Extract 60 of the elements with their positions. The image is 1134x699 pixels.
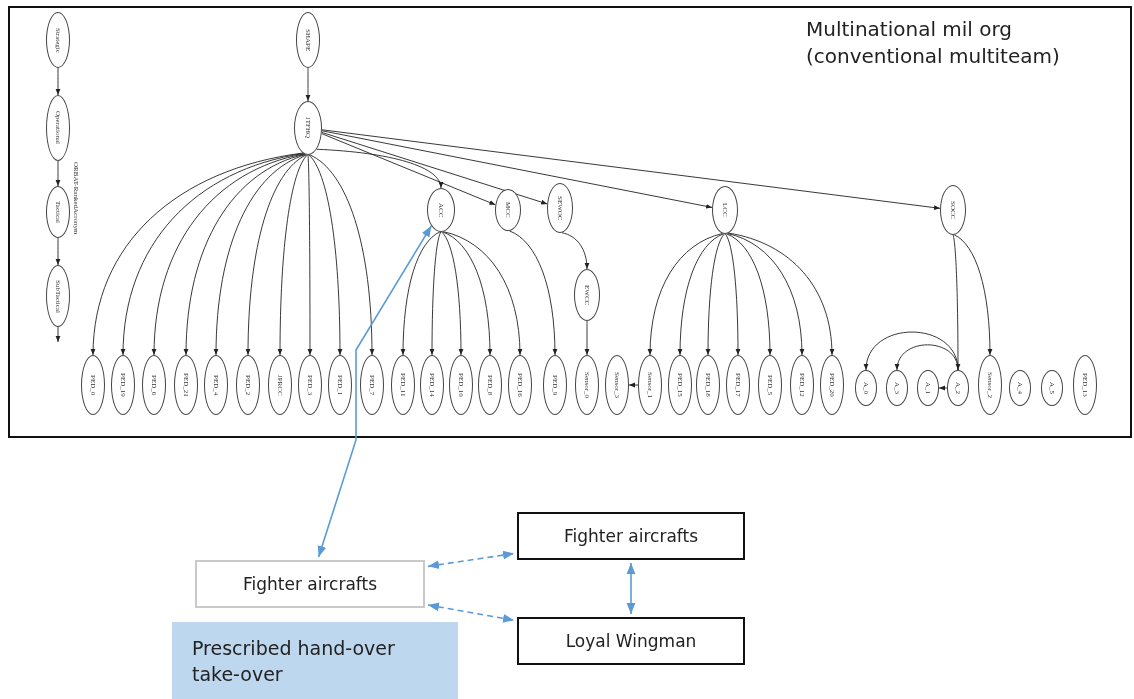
unit-ellipse [294,101,322,155]
unit-ellipse [296,12,320,68]
unit-ellipse [978,355,1002,415]
unit-ellipse [1009,370,1031,406]
box-label: Fighter aircrafts [242,574,378,594]
unit-ellipse [575,355,599,415]
box-label: Loyal Wingman [565,631,697,651]
unit-ellipse [947,370,969,406]
unit-ellipse [495,189,521,231]
unit-ellipse [605,355,629,415]
unit-ellipse [449,355,473,415]
unit-ellipse [46,265,70,327]
unit-ellipse [420,355,444,415]
unit-ellipse [940,185,966,235]
unit-ellipse [46,186,70,238]
unit-ellipse [574,269,600,321]
unit-ellipse [726,355,750,415]
unit-ellipse [543,355,567,415]
unit-ellipse [855,370,877,406]
box-label: Fighter aircrafts [563,526,699,546]
role-box [517,617,745,665]
unit-ellipse [668,355,692,415]
unit-ellipse [886,370,908,406]
arrow [427,550,515,570]
arrow [317,225,433,558]
unit-ellipse [268,355,292,415]
unit-ellipse [638,355,662,415]
unit-ellipse [360,355,384,415]
unit-ellipse [204,355,228,415]
unit-ellipse [917,370,939,406]
arrow [427,602,515,623]
unit-ellipse [174,355,198,415]
unit-ellipse [1073,355,1097,415]
note-box [172,622,458,699]
box-label: Prescribed hand-over take-over [192,635,396,687]
arrow [938,385,948,391]
unit-ellipse [81,355,105,415]
role-box [195,560,425,608]
unit-ellipse [696,355,720,415]
unit-ellipse [547,183,573,233]
unit-ellipse [236,355,260,415]
unit-ellipse [46,12,70,68]
unit-ellipse [328,355,352,415]
unit-ellipse [111,355,135,415]
unit-ellipse [508,355,532,415]
unit-ellipse [712,186,738,234]
unit-ellipse [790,355,814,415]
graph-frame [8,6,1132,438]
unit-ellipse [478,355,502,415]
arrow [626,562,636,615]
unit-ellipse [142,355,166,415]
frame-title: Multinational mil org (conventional multiteam) [806,16,1061,70]
unit-ellipse [46,95,70,161]
unit-ellipse [391,355,415,415]
role-box [517,512,745,560]
unit-ellipse [820,355,844,415]
unit-ellipse [298,355,322,415]
unit-ellipse [758,355,782,415]
unit-ellipse [427,188,455,232]
unit-ellipse [1041,370,1063,406]
